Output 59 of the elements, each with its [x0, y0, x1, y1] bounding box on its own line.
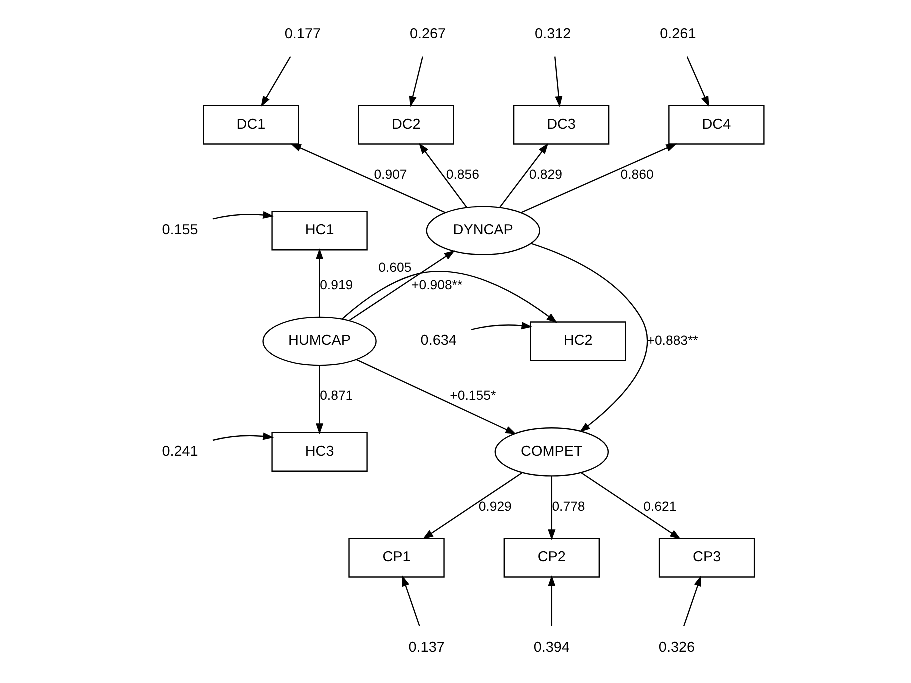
arrow	[316, 248, 324, 318]
edge-label: +0.908**	[411, 278, 462, 293]
edge-label: +0.155*	[450, 388, 496, 404]
edge-label: 0.929	[478, 498, 512, 514]
arrow	[498, 143, 548, 208]
node-box: DC1	[202, 105, 299, 145]
arrow	[348, 250, 455, 322]
node-text: 0.634	[420, 333, 456, 350]
arrow	[408, 56, 423, 108]
edge-label: 0.871	[320, 388, 353, 404]
node-text: 0.155	[162, 222, 198, 239]
arrow	[548, 476, 556, 541]
arrow	[530, 243, 648, 433]
node-box: CP1	[348, 538, 444, 578]
edge-label: 0.621	[643, 498, 676, 514]
arrow	[356, 359, 516, 434]
arrow	[580, 472, 681, 540]
edge-label: 0.829	[528, 166, 562, 182]
node-box: DC4	[668, 105, 764, 145]
node-box: CP2	[503, 538, 600, 578]
arrow	[422, 472, 523, 540]
node-box: HC3	[271, 432, 368, 472]
arrow	[470, 322, 532, 330]
edge-label: 0.778	[552, 498, 585, 514]
edge-label: 0.860	[620, 166, 654, 182]
node-text: 0.312	[534, 26, 571, 43]
node-box: HC2	[530, 322, 626, 362]
node-box: DC2	[358, 105, 454, 145]
node-text: 0.326	[658, 640, 695, 656]
node-text: 0.261	[660, 26, 696, 43]
node-box: HC1	[271, 211, 368, 251]
arrow	[260, 56, 291, 108]
arrow	[520, 144, 677, 214]
arrow	[554, 56, 562, 108]
node-text: 0.137	[408, 640, 444, 656]
node-box: DC3	[512, 105, 610, 145]
arrow	[290, 144, 446, 214]
edge-label: 0.856	[446, 166, 479, 182]
node-text: 0.241	[162, 444, 198, 460]
node-ellipse: HUMCAP	[262, 316, 376, 366]
node-text: 0.267	[409, 26, 446, 43]
arrow	[212, 211, 274, 220]
arrow	[212, 432, 274, 442]
node-text: 0.177	[284, 26, 321, 43]
node-ellipse: DYNCAP	[426, 206, 540, 256]
edge-label: 0.907	[374, 166, 407, 182]
arrow	[686, 56, 709, 108]
node-text: 0.394	[533, 640, 570, 656]
arrow	[341, 271, 558, 324]
edge-label: +0.883**	[646, 332, 698, 348]
edge-label: 0.605	[378, 260, 412, 275]
arrow	[548, 576, 556, 626]
arrow	[402, 576, 420, 627]
edge-label: 0.919	[320, 278, 353, 293]
node-ellipse: COMPET	[494, 428, 609, 477]
node-box: CP3	[658, 538, 755, 578]
arrow	[418, 143, 468, 208]
arrow	[316, 366, 324, 435]
arrow	[682, 576, 701, 627]
